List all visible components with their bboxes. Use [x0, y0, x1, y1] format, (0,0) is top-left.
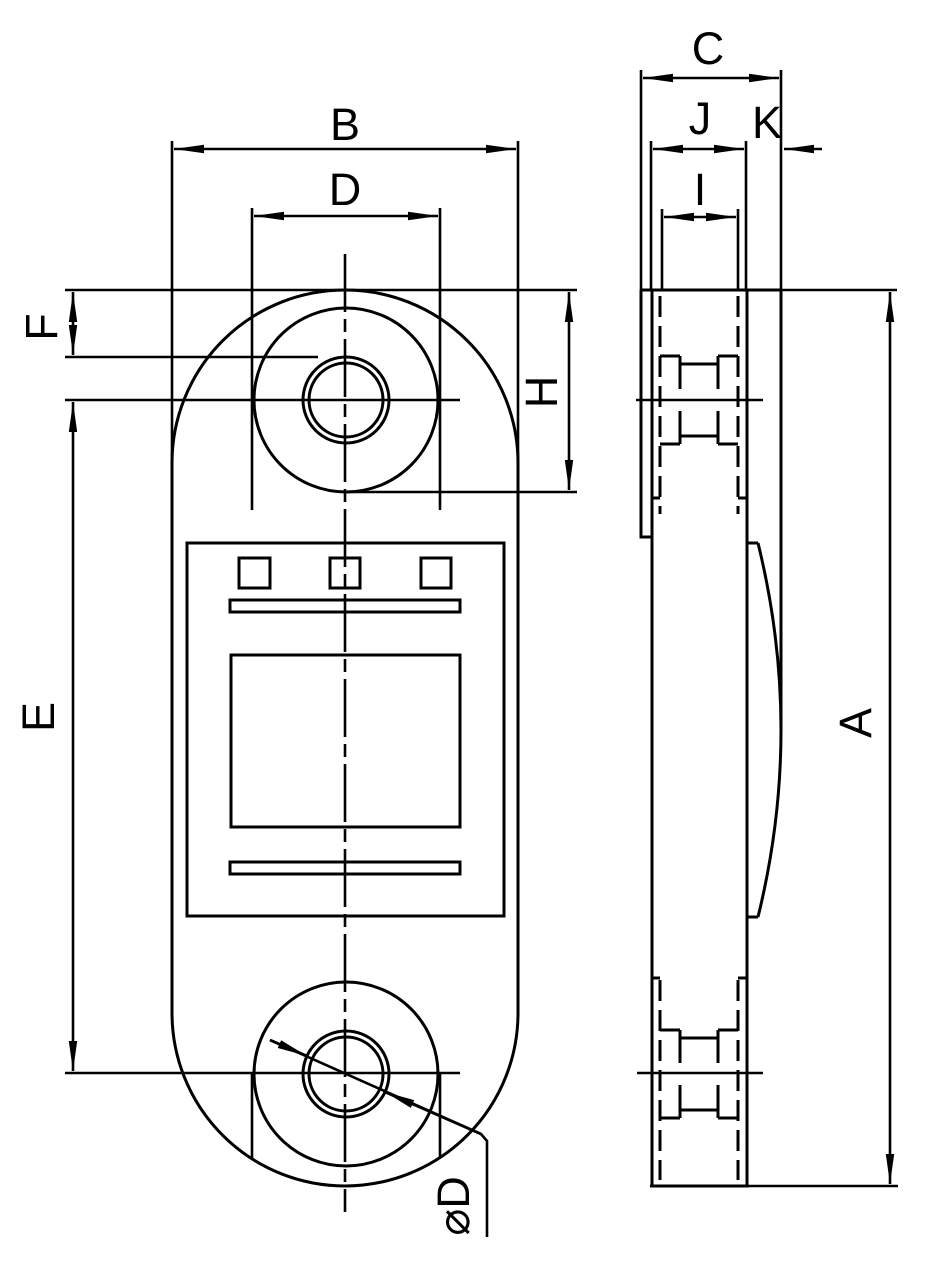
side-left-outer-edge	[639, 290, 652, 539]
dim-F-label: F	[16, 313, 67, 341]
dim-phiD-leader	[269, 1038, 489, 1237]
dim-phiD-label: ⌀D	[428, 1176, 479, 1236]
dim-A-label: A	[830, 708, 881, 738]
dim-B-label: B	[330, 99, 360, 150]
button-1	[237, 556, 272, 590]
dim-H-label: H	[516, 376, 567, 409]
body-outline	[170, 288, 520, 1188]
cover-bulge-arc	[747, 541, 783, 919]
front-view	[65, 208, 520, 1212]
dim-D-label: D	[329, 164, 362, 215]
dim-phiD-arrow-1	[269, 1038, 308, 1058]
dim-phiD-arrow-2	[384, 1090, 482, 1136]
top-sheave-hidden-edges	[658, 296, 740, 514]
dim-J-label: J	[689, 93, 712, 144]
dim-E-label: E	[13, 702, 64, 732]
dim-C-label: C	[692, 23, 725, 74]
extension-lines	[65, 70, 898, 1188]
dim-I-label: I	[694, 164, 707, 215]
side-view	[636, 288, 783, 1188]
button-3	[419, 556, 453, 590]
bottom-sheave-hidden-edges	[658, 980, 740, 1180]
display-window	[229, 653, 462, 829]
top-sheave-hub	[660, 354, 738, 446]
dimensions: B D C J K I F E H A ⌀D	[13, 23, 898, 1237]
bottom-sheave-hub	[660, 1028, 738, 1120]
dim-K-label: K	[752, 97, 782, 148]
top-boss-tangents	[250, 208, 442, 510]
